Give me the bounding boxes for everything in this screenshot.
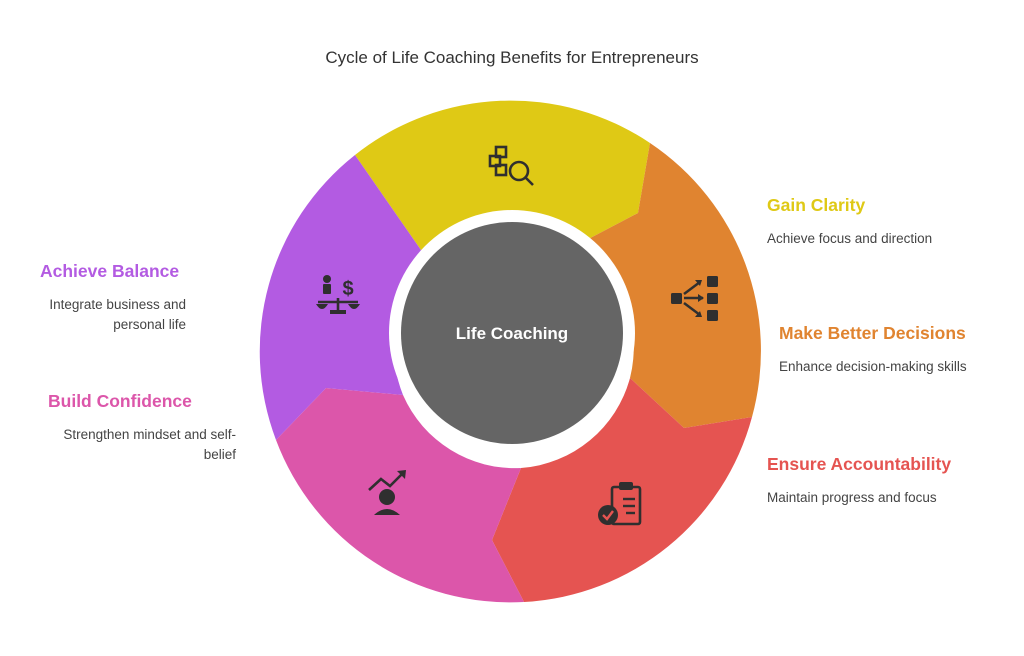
description-make-better-decisions: Enhance decision-making skills bbox=[779, 359, 967, 374]
description-gain-clarity: Achieve focus and direction bbox=[767, 231, 933, 246]
description-achieve-balance: Integrate business and personal life bbox=[49, 297, 186, 332]
heading-build-confidence: Build Confidence bbox=[48, 391, 192, 411]
flow-network-icon bbox=[671, 276, 718, 321]
heading-gain-clarity: Gain Clarity bbox=[767, 195, 866, 215]
heading-achieve-balance: Achieve Balance bbox=[40, 261, 180, 281]
balance-scale-icon: $ bbox=[316, 275, 360, 314]
segment-achieve-balance bbox=[259, 155, 430, 440]
label-gain-clarity: Gain Clarity Achieve focus and direction bbox=[767, 195, 932, 249]
label-ensure-accountability: Ensure Accountability Maintain progress … bbox=[767, 454, 951, 508]
diagram-title: Cycle of Life Coaching Benefits for Entr… bbox=[325, 48, 699, 67]
label-build-confidence: Build Confidence Strengthen mindset and … bbox=[36, 391, 236, 465]
label-make-better-decisions: Make Better Decisions Enhance decision-m… bbox=[779, 323, 967, 377]
clipboard-check-icon bbox=[598, 482, 642, 526]
description-build-confidence: Strengthen mindset and self-belief bbox=[63, 427, 236, 462]
segment-build-confidence bbox=[276, 388, 524, 603]
description-ensure-accountability: Maintain progress and focus bbox=[767, 490, 937, 505]
svg-text:$: $ bbox=[342, 278, 353, 300]
label-achieve-balance: Achieve Balance Integrate business and p… bbox=[30, 261, 186, 335]
center-circle bbox=[401, 222, 623, 444]
heading-make-better-decisions: Make Better Decisions bbox=[779, 323, 966, 343]
segment-make-better-decisions bbox=[577, 143, 761, 428]
segment-gain-clarity bbox=[355, 100, 650, 263]
center-label: Life Coaching bbox=[456, 324, 568, 343]
search-puzzle-icon bbox=[488, 145, 534, 186]
heading-ensure-accountability: Ensure Accountability bbox=[767, 454, 952, 474]
person-growth-icon bbox=[368, 470, 406, 515]
